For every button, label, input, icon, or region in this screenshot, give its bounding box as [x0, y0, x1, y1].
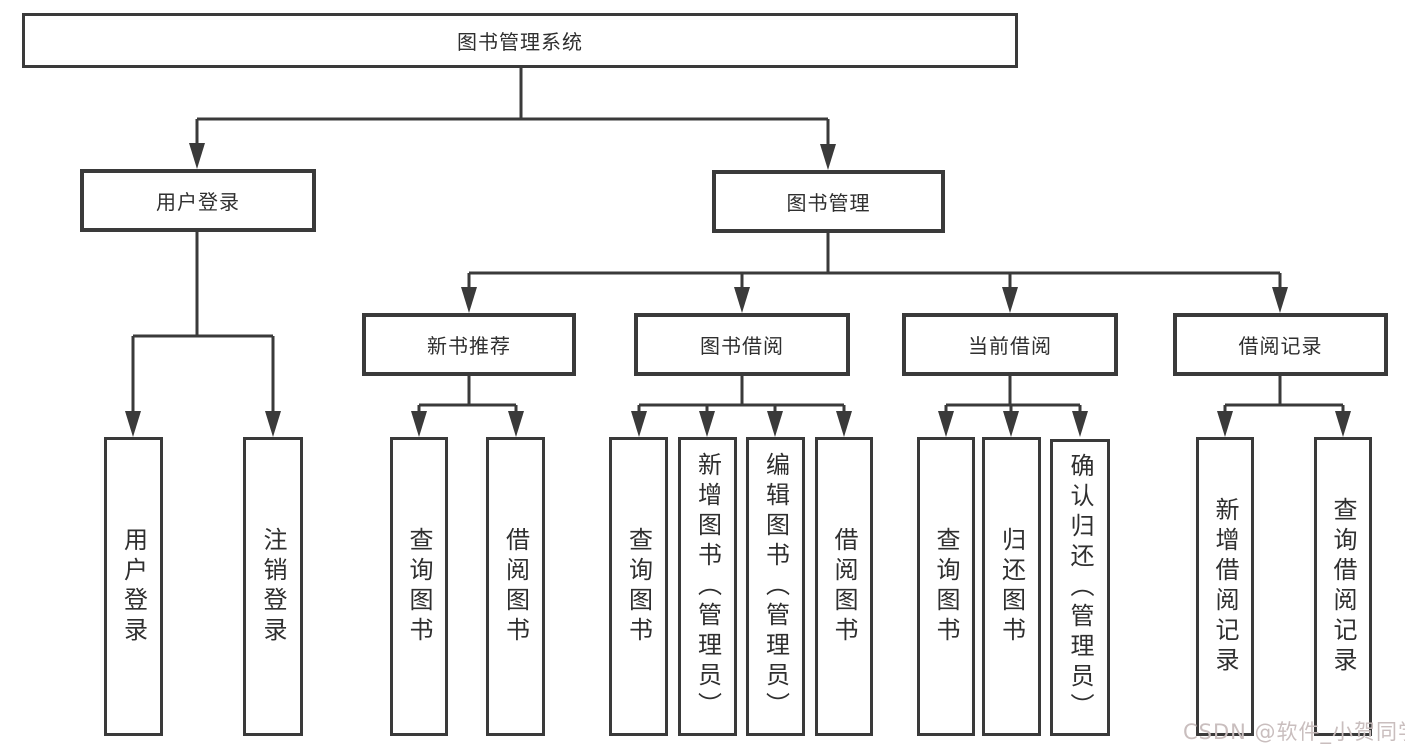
csdn-watermark: CSDN @软件_小贺同学 [1183, 720, 1405, 744]
node-label: 查询图书 [624, 526, 653, 647]
node-label: 借阅记录 [1238, 334, 1323, 358]
leaf-add-borrow-record: 新增借阅记录 [1196, 437, 1254, 736]
node-label: 图书借阅 [700, 334, 784, 358]
node-label: 新书推荐 [427, 334, 511, 358]
leaf-add-books-admin: 新增图书（管理员） [678, 437, 737, 736]
node-user-login: 用户登录 [80, 169, 316, 232]
node-label: 新增图书（管理员） [693, 451, 722, 722]
node-label: 用户登录 [156, 190, 240, 214]
leaf-query-books-recommend: 查询图书 [390, 437, 448, 736]
node-label: 借阅图书 [830, 526, 858, 647]
node-label: 编辑图书（管理员） [761, 451, 790, 722]
leaf-logout-login: 注销登录 [243, 437, 303, 736]
leaf-query-books-current: 查询图书 [917, 437, 975, 736]
leaf-return-books: 归还图书 [982, 437, 1041, 736]
leaf-query-books-borrow: 查询图书 [609, 437, 668, 736]
node-label: 借阅图书 [501, 526, 530, 647]
node-label: 用户登录 [119, 526, 148, 647]
node-library-management-system: 图书管理系统 [22, 13, 1018, 68]
node-label: 查询图书 [932, 526, 960, 647]
node-current-borrow: 当前借阅 [902, 313, 1118, 376]
leaf-edit-books-admin: 编辑图书（管理员） [746, 437, 805, 736]
node-book-borrow: 图书借阅 [634, 313, 850, 376]
node-borrow-record: 借阅记录 [1173, 313, 1388, 376]
node-book-management: 图书管理 [712, 170, 945, 233]
leaf-user-login: 用户登录 [104, 437, 163, 736]
node-label: 当前借阅 [968, 334, 1052, 358]
node-label: 查询借阅记录 [1329, 496, 1357, 677]
node-label: 图书管理 [786, 191, 871, 215]
node-new-book-recommend: 新书推荐 [362, 313, 576, 376]
node-label: 新增借阅记录 [1211, 496, 1239, 677]
leaf-borrow-books-recommend: 借阅图书 [486, 437, 545, 736]
node-label: 归还图书 [997, 526, 1026, 647]
node-label: 确认归还（管理员） [1066, 452, 1094, 723]
leaf-query-borrow-record: 查询借阅记录 [1314, 437, 1372, 736]
node-label: 注销登录 [259, 526, 287, 647]
leaf-borrow-books-borrow: 借阅图书 [815, 437, 873, 736]
leaf-confirm-return-admin: 确认归还（管理员） [1050, 439, 1110, 736]
node-label: 查询图书 [405, 526, 433, 647]
node-label: 图书管理系统 [457, 30, 583, 54]
